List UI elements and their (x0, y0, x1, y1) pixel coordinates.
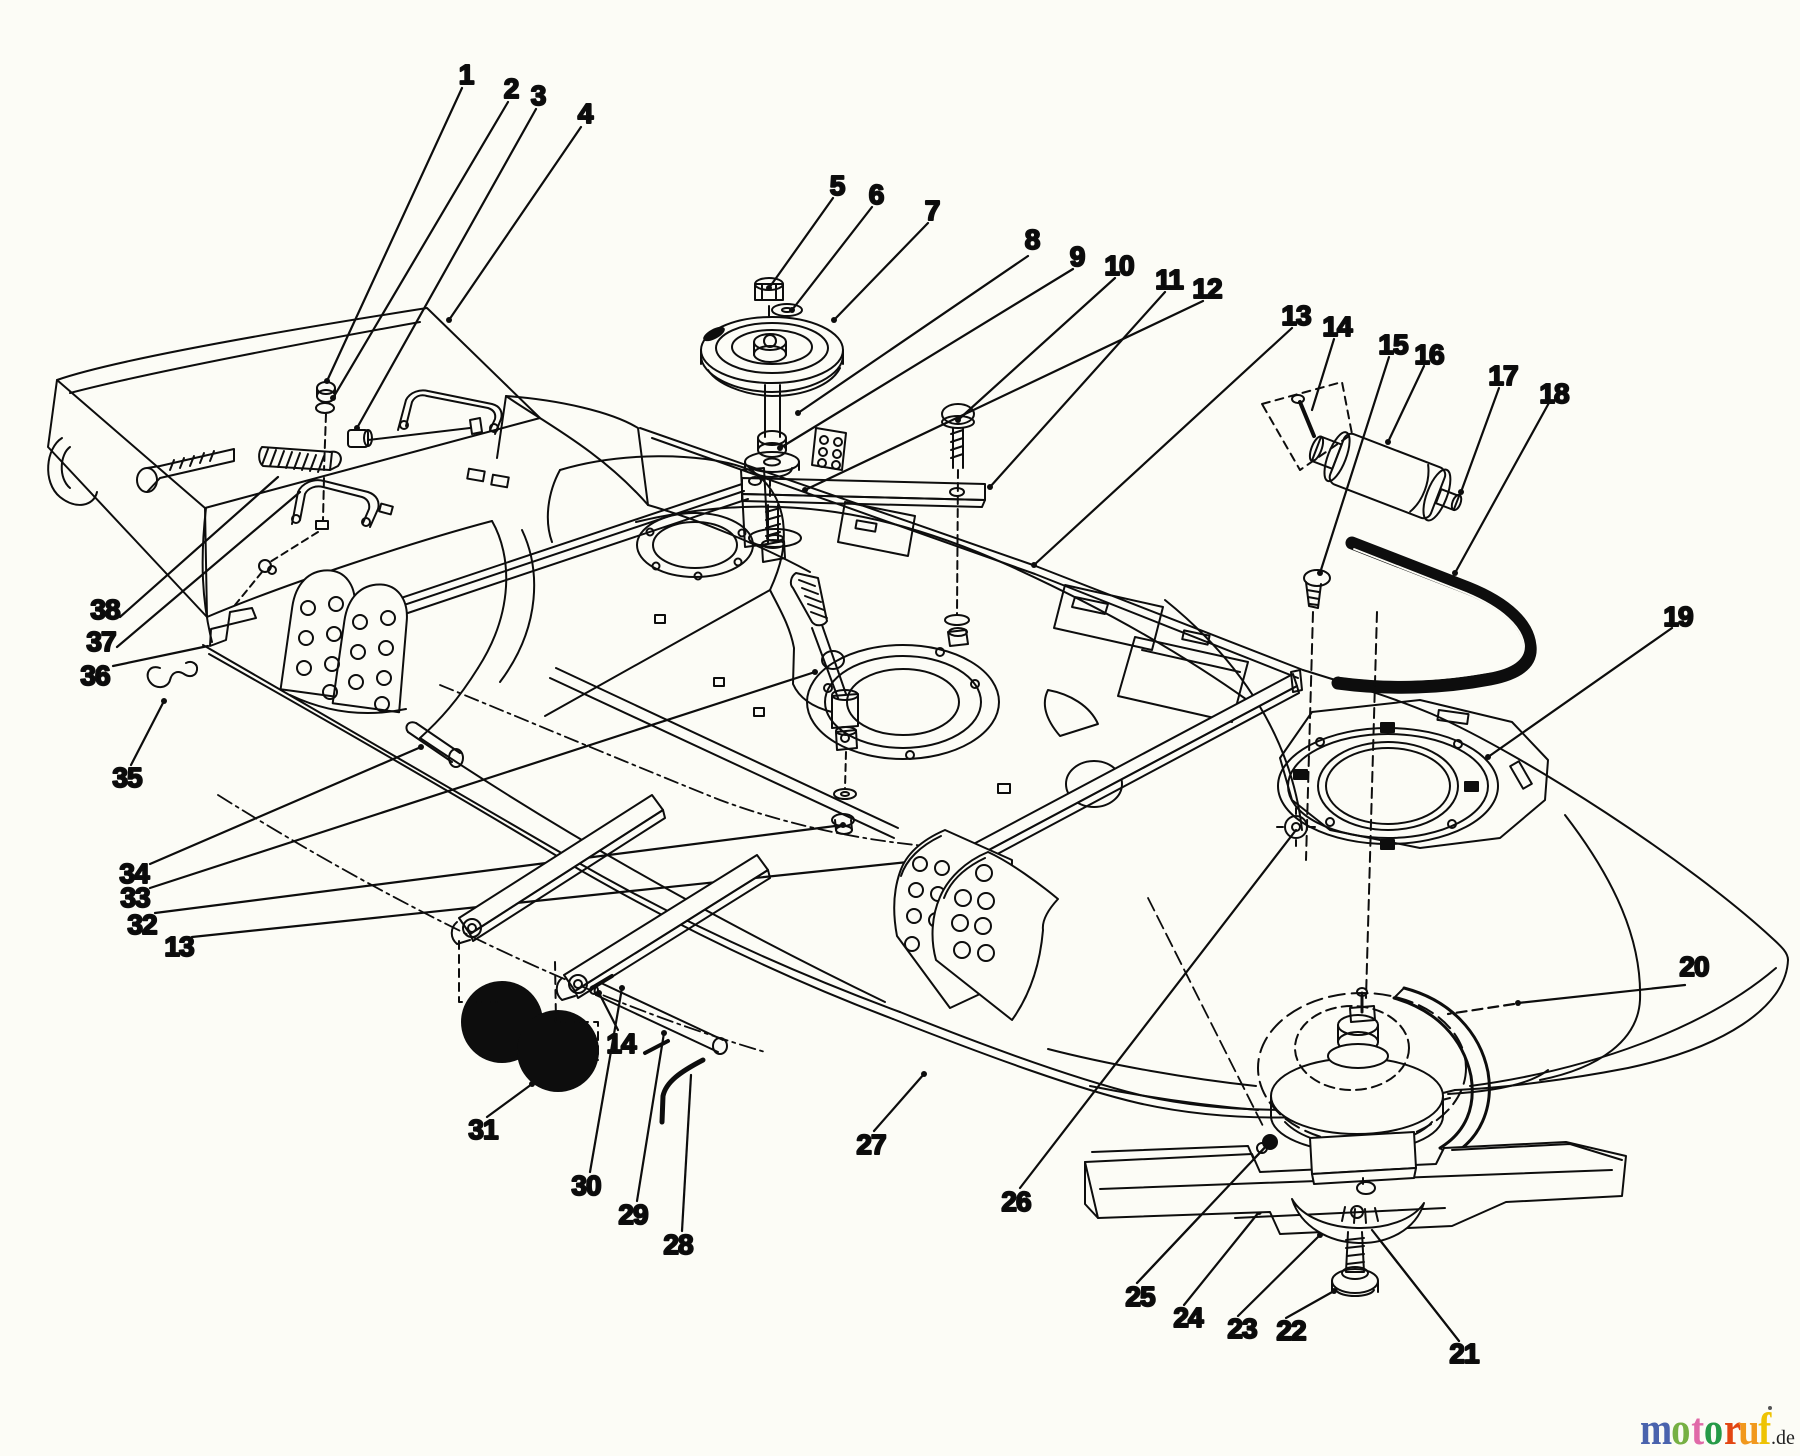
svg-text:4: 4 (578, 98, 594, 129)
svg-text:13: 13 (164, 931, 194, 962)
svg-text:37: 37 (86, 626, 116, 657)
svg-text:17: 17 (1488, 360, 1518, 391)
svg-text:.de: .de (1771, 1427, 1795, 1449)
svg-text:31: 31 (468, 1114, 498, 1145)
svg-text:22: 22 (1276, 1315, 1306, 1346)
svg-text:o: o (1671, 1404, 1690, 1455)
svg-text:f: f (1758, 1404, 1772, 1455)
svg-text:30: 30 (571, 1170, 601, 1201)
svg-text:21: 21 (1449, 1338, 1479, 1369)
svg-text:5: 5 (830, 170, 845, 201)
svg-text:19: 19 (1663, 601, 1693, 632)
svg-text:14: 14 (1322, 311, 1353, 342)
svg-text:20: 20 (1679, 951, 1709, 982)
svg-text:26: 26 (1001, 1186, 1031, 1217)
svg-text:2: 2 (504, 73, 519, 104)
svg-text:36: 36 (80, 660, 110, 691)
svg-text:13: 13 (1281, 300, 1311, 331)
svg-text:12: 12 (1192, 273, 1222, 304)
svg-text:10: 10 (1104, 250, 1134, 281)
svg-text:6: 6 (869, 179, 884, 210)
svg-text:35: 35 (112, 762, 142, 793)
svg-text:14: 14 (606, 1028, 637, 1059)
svg-text:r: r (1724, 1404, 1741, 1455)
svg-text:25: 25 (1125, 1281, 1155, 1312)
svg-text:38: 38 (90, 594, 120, 625)
svg-text:23: 23 (1227, 1313, 1257, 1344)
svg-text:9: 9 (1070, 241, 1085, 272)
svg-text:24: 24 (1173, 1302, 1204, 1333)
svg-text:3: 3 (531, 80, 546, 111)
svg-text:8: 8 (1025, 224, 1040, 255)
svg-text:32: 32 (127, 909, 157, 940)
svg-text:1: 1 (459, 59, 474, 90)
svg-text:27: 27 (856, 1129, 886, 1160)
svg-text:u: u (1738, 1404, 1759, 1455)
svg-text:t: t (1691, 1404, 1704, 1455)
svg-text:16: 16 (1414, 339, 1444, 370)
svg-text:28: 28 (663, 1229, 693, 1260)
svg-text:33: 33 (120, 882, 150, 913)
svg-text:34: 34 (119, 858, 150, 889)
svg-text:7: 7 (925, 195, 940, 226)
svg-text:11: 11 (1155, 264, 1183, 295)
svg-text:15: 15 (1378, 329, 1408, 360)
svg-text:o: o (1704, 1404, 1723, 1455)
svg-text:29: 29 (618, 1199, 648, 1230)
svg-text:m: m (1640, 1404, 1672, 1455)
svg-text:18: 18 (1539, 378, 1569, 409)
